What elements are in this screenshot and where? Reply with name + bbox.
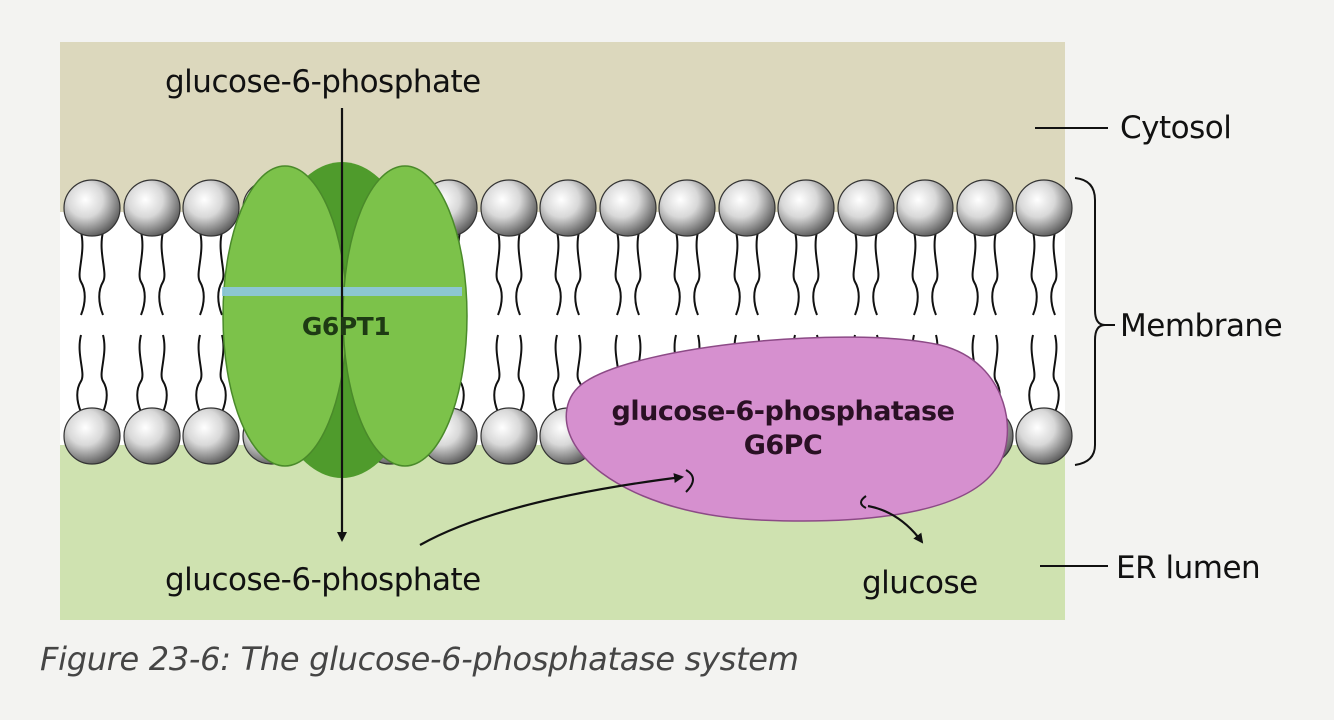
region-markers: [1035, 127, 1115, 567]
lipid-head: [718, 179, 776, 237]
lipid-tail: [495, 231, 503, 316]
g6pt1-label: G6PT1: [301, 312, 391, 341]
lipid-tail: [673, 231, 681, 316]
lipid-tail: [991, 231, 999, 316]
lipid-tail: [100, 334, 108, 413]
product-arrow: [867, 504, 924, 544]
lipid-tail: [971, 231, 979, 316]
active-site-1: [685, 469, 694, 493]
lipid-tail: [733, 231, 741, 316]
lipid-tail: [852, 231, 860, 316]
lipid-tail: [872, 231, 880, 316]
g6p-cytosol-label: glucose-6-phosphate: [165, 64, 481, 100]
lipid-tail: [792, 231, 800, 316]
substrate-arrow: [419, 473, 684, 546]
lipid-tail: [138, 231, 146, 316]
lipid-head: [599, 179, 657, 237]
lipid-head: [182, 407, 240, 465]
lipid-tail: [1052, 334, 1060, 413]
lipid-tail: [614, 231, 622, 316]
lipid-tail: [219, 334, 227, 413]
lipid-tail: [158, 231, 166, 316]
lipid-tail: [76, 334, 84, 413]
lipid-head: [539, 179, 597, 237]
g6pt1-transporter: [222, 162, 468, 478]
lipid-tail: [1028, 334, 1036, 413]
lipid-head: [777, 179, 835, 237]
lipid-tail: [515, 231, 523, 316]
lipid-tail: [552, 334, 560, 413]
lipid-tail: [753, 231, 761, 316]
lipid-tail: [574, 231, 582, 316]
lipid-tail: [554, 231, 562, 316]
lipid-head: [480, 179, 538, 237]
enzyme-name: glucose-6-phosphatase: [611, 396, 955, 427]
enzyme-code: G6PC: [743, 430, 823, 461]
lipid-tail: [136, 334, 144, 413]
lipid-tail: [160, 334, 168, 413]
lipid-tail: [911, 231, 919, 316]
lipid-head: [896, 179, 954, 237]
cytosol-label: Cytosol: [1120, 110, 1232, 146]
lipid-tail: [693, 231, 701, 316]
lipid-tail: [217, 231, 225, 316]
lipid-head: [1015, 407, 1073, 465]
lipid-tail: [195, 334, 203, 413]
lipid-tail: [517, 334, 525, 413]
g6p-lumen-label: glucose-6-phosphate: [165, 562, 481, 598]
lipid-tail: [931, 231, 939, 316]
glucose-label: glucose: [862, 565, 978, 601]
lipid-tail: [1030, 231, 1038, 316]
lipid-tail: [197, 231, 205, 316]
figure-caption: Figure 23-6: The glucose-6-phosphatase s…: [40, 640, 799, 678]
lipid-tail: [634, 231, 642, 316]
active-site-2: [860, 495, 867, 509]
lipid-tail: [98, 231, 106, 316]
lipid-head: [63, 179, 121, 237]
er-lumen-label: ER lumen: [1116, 550, 1261, 586]
lipid-head: [123, 179, 181, 237]
lipid-head: [63, 407, 121, 465]
lipid-tail: [493, 334, 501, 413]
lipid-head: [658, 179, 716, 237]
lipid-head: [123, 407, 181, 465]
lipid-tail: [812, 231, 820, 316]
lipid-head: [182, 179, 240, 237]
lipid-tail: [78, 231, 86, 316]
membrane-label: Membrane: [1120, 308, 1283, 344]
lipid-head: [956, 179, 1014, 237]
lipid-head: [837, 179, 895, 237]
g6pc-enzyme-label: glucose-6-phosphatase G6PC: [612, 395, 955, 463]
lipid-head: [480, 407, 538, 465]
lipid-tail: [1050, 231, 1058, 316]
lipid-head: [1015, 179, 1073, 237]
